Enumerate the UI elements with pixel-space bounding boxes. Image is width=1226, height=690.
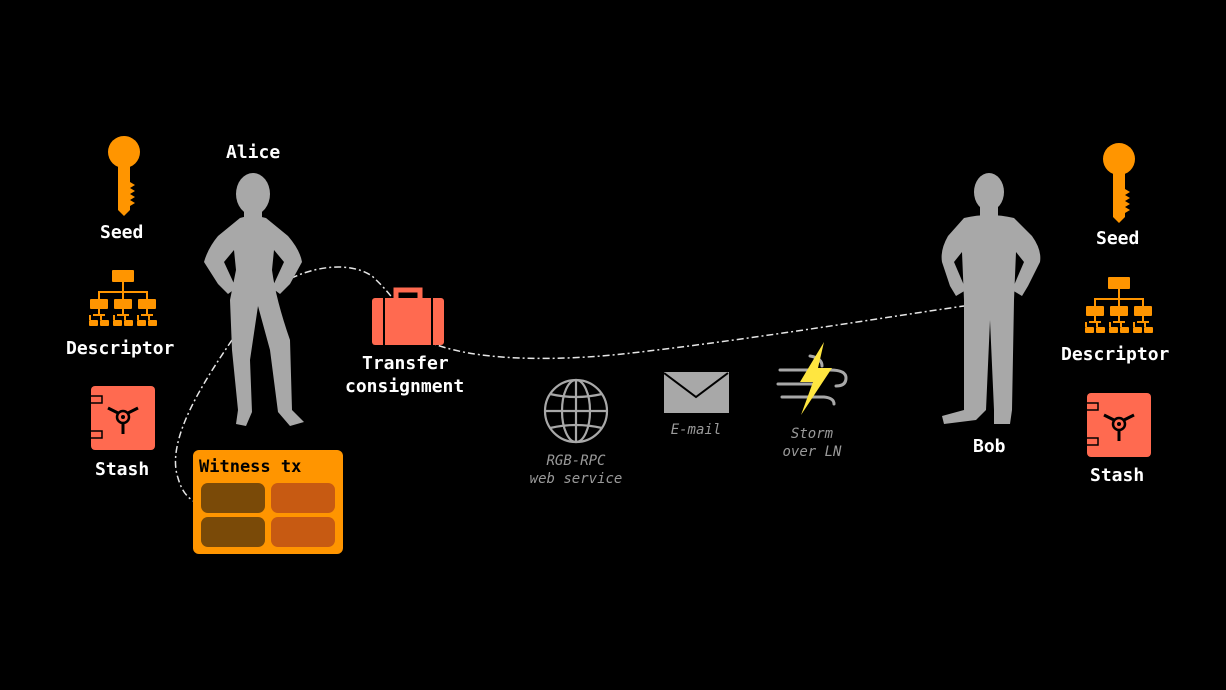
stash-safe-icon-right [1084,391,1153,459]
seed-label-right: Seed [1096,228,1140,249]
stash-label-right: Stash [1090,465,1145,486]
briefcase-icon [372,287,444,345]
bob-name: Bob [973,436,1006,457]
seed-label-left: Seed [100,222,144,243]
consignment-label-line2: consignment [345,376,465,397]
seed-key-icon-right [1103,143,1135,223]
witness-tx-title: Witness tx [199,457,302,477]
seed-key-icon-left [108,136,140,216]
alice-name: Alice [226,142,281,163]
witness-cell-2 [271,483,335,513]
witness-cell-3 [201,517,265,547]
witness-cell-1 [201,483,265,513]
alice-witness-path [174,339,233,503]
rgb-rpc-label: RGB-RPC web service [526,452,626,488]
storm-label: Storm over LN [770,425,854,461]
descriptor-tree-icon-right [1085,277,1153,333]
stash-label-left: Stash [95,459,150,480]
stash-safe-icon-left [88,384,157,452]
storm-line2: over LN [782,444,842,460]
consignment-label-line1: Transfer [362,353,449,374]
descriptor-tree-icon-left [89,270,157,326]
descriptor-label-left: Descriptor [66,338,175,359]
rgb-rpc-line1: RGB-RPC [546,453,606,469]
storm-lightning-icon [776,342,848,415]
witness-cell-4 [271,517,335,547]
descriptor-label-right: Descriptor [1061,344,1170,365]
rgb-rpc-line2: web service [529,471,623,487]
consignment-bob-path [424,305,965,360]
bob-figure-icon [941,173,1041,424]
email-line1: E-mail [670,422,722,438]
envelope-icon [663,372,729,413]
storm-line1: Storm [790,426,834,442]
email-label: E-mail [652,421,740,439]
alice-figure-icon [204,173,304,426]
witness-tx-block: Witness tx [193,450,343,554]
globe-icon [543,378,609,444]
